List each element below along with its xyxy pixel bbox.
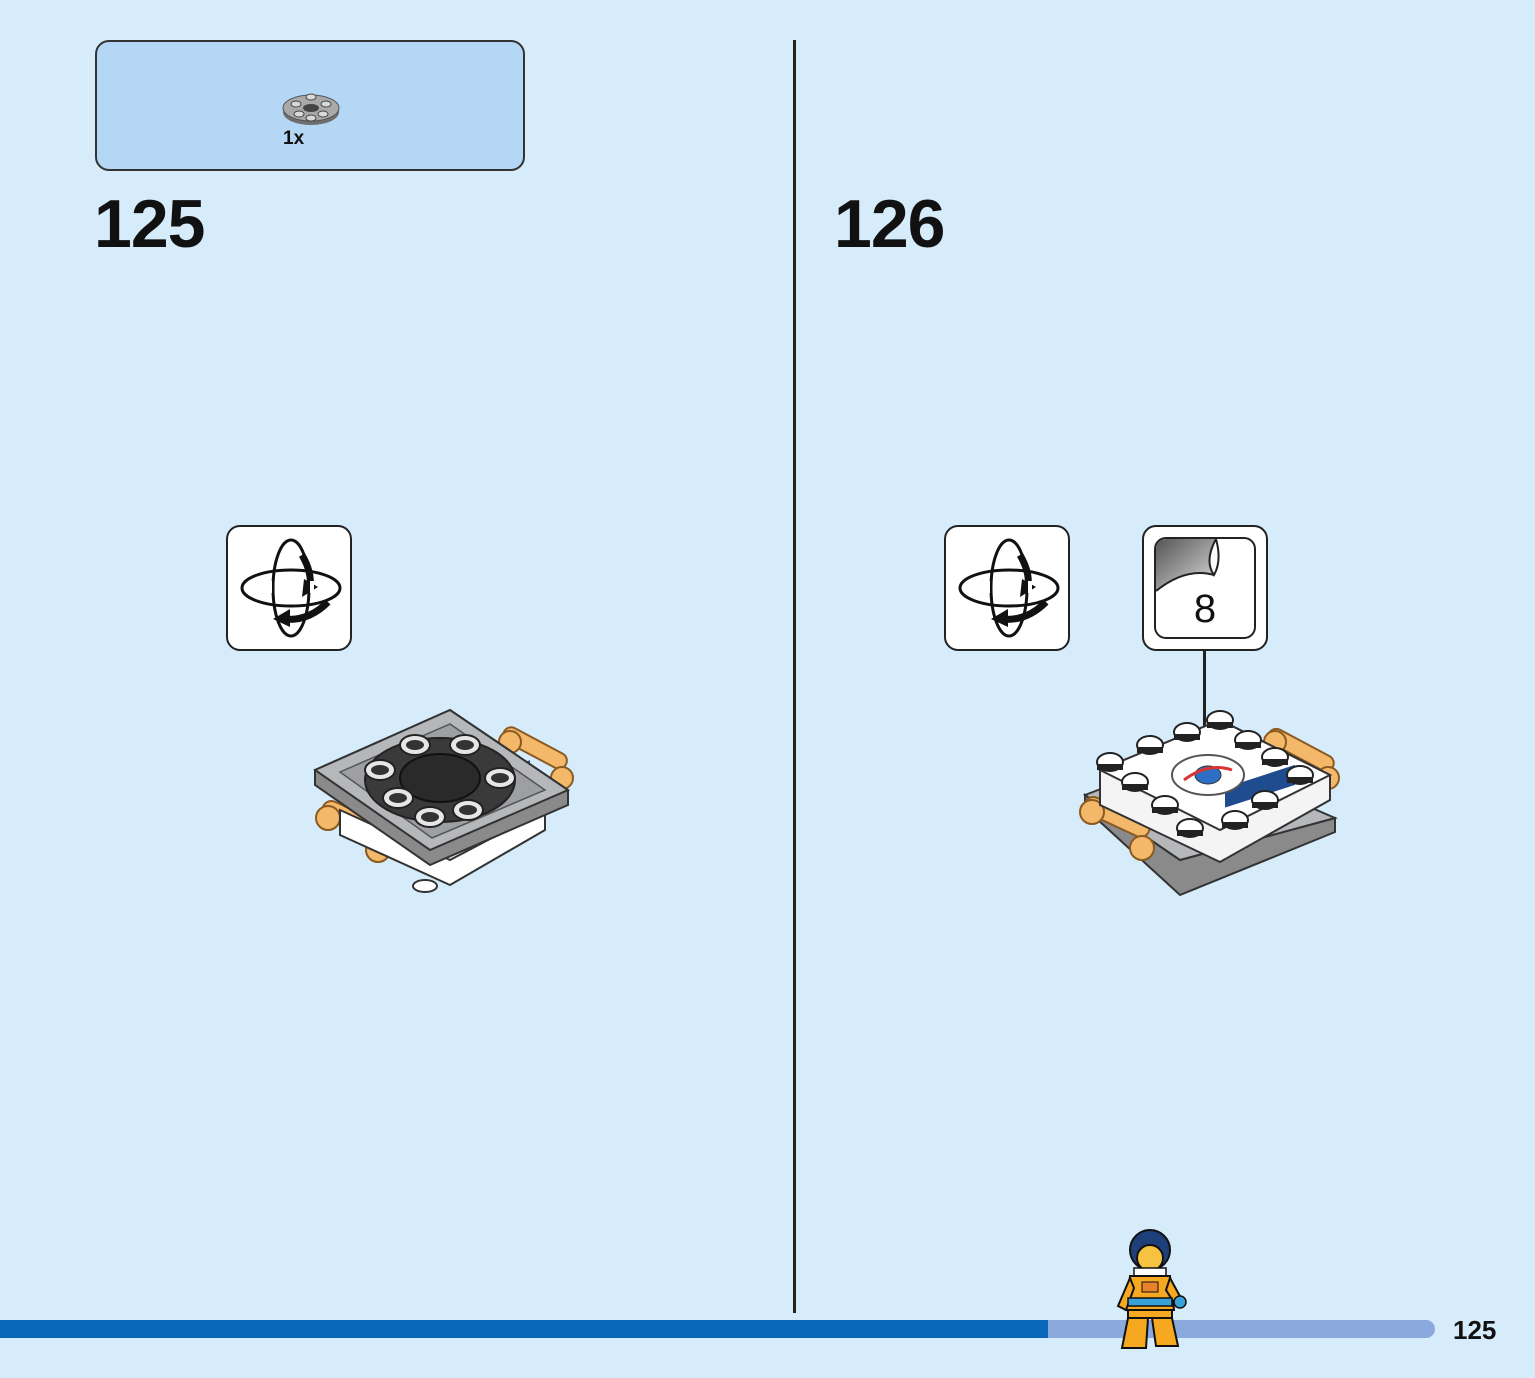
- sticker-leader-line: [1203, 651, 1206, 757]
- rotate-callout-125: [226, 525, 352, 651]
- rotate-model-icon: [240, 538, 342, 638]
- astronaut-minifigure-icon: [1116, 1229, 1187, 1349]
- part-quantity: 1x: [283, 128, 305, 149]
- step-number-126: 126: [834, 186, 945, 262]
- rotate-callout-126: [944, 525, 1070, 651]
- model-step-126: [1079, 710, 1340, 897]
- sticker-callout-126: 8: [1142, 525, 1268, 651]
- sticker-number: 8: [1193, 587, 1217, 631]
- round-plate-2x2-with-studs-icon: [282, 93, 340, 125]
- model-step-125: [312, 708, 574, 893]
- build-progress-bar: [0, 1320, 1435, 1338]
- rotate-model-icon: [958, 538, 1060, 638]
- parts-list-box: 1x: [95, 40, 525, 171]
- page-divider: [793, 40, 796, 1313]
- build-progress-fill: [0, 1320, 1048, 1338]
- sticker-sheet: 8: [1154, 537, 1256, 639]
- step-number-125: 125: [94, 186, 205, 262]
- apply-sticker-icon: [1156, 539, 1220, 592]
- page-number: 125: [1453, 1315, 1497, 1345]
